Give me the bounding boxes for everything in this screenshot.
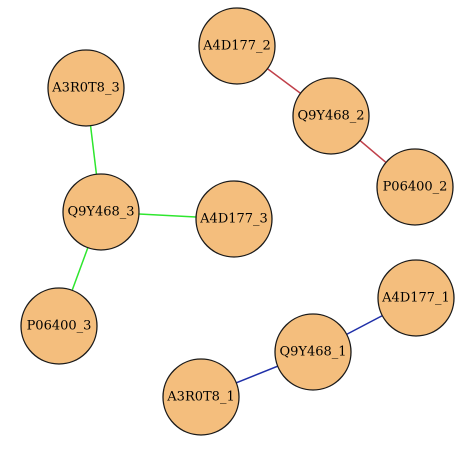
node-label: A4D177_1 [381,291,450,306]
node-label: A3R0T8_3 [51,81,119,96]
node-circle [292,77,370,155]
node-label: Q9Y468_2 [297,109,364,124]
node-circle [62,173,140,251]
node-circle [20,287,98,365]
node-circle [198,7,276,85]
node-label: A4D177_3 [199,212,268,227]
node-circle [47,49,125,127]
node-circle [162,358,240,436]
node-P06400_3[interactable]: P06400_3 [20,287,98,365]
node-A4D177_3[interactable]: A4D177_3 [195,180,273,258]
node-label: Q9Y468_1 [279,345,346,360]
node-label: P06400_3 [27,319,92,334]
node-circle [376,148,454,226]
node-A3R0T8_3[interactable]: A3R0T8_3 [47,49,125,127]
node-label: A3R0T8_1 [166,390,234,405]
node-Q9Y468_1[interactable]: Q9Y468_1 [274,313,352,391]
node-label: P06400_2 [383,180,448,195]
node-circle [377,259,455,337]
node-Q9Y468_3[interactable]: Q9Y468_3 [62,173,140,251]
node-A4D177_1[interactable]: A4D177_1 [377,259,455,337]
node-P06400_2[interactable]: P06400_2 [376,148,454,226]
node-label: A4D177_2 [202,39,271,54]
node-A3R0T8_1[interactable]: A3R0T8_1 [162,358,240,436]
node-A4D177_2[interactable]: A4D177_2 [198,7,276,85]
node-circle [195,180,273,258]
node-label: Q9Y468_3 [67,205,134,220]
node-Q9Y468_2[interactable]: Q9Y468_2 [292,77,370,155]
node-circle [274,313,352,391]
